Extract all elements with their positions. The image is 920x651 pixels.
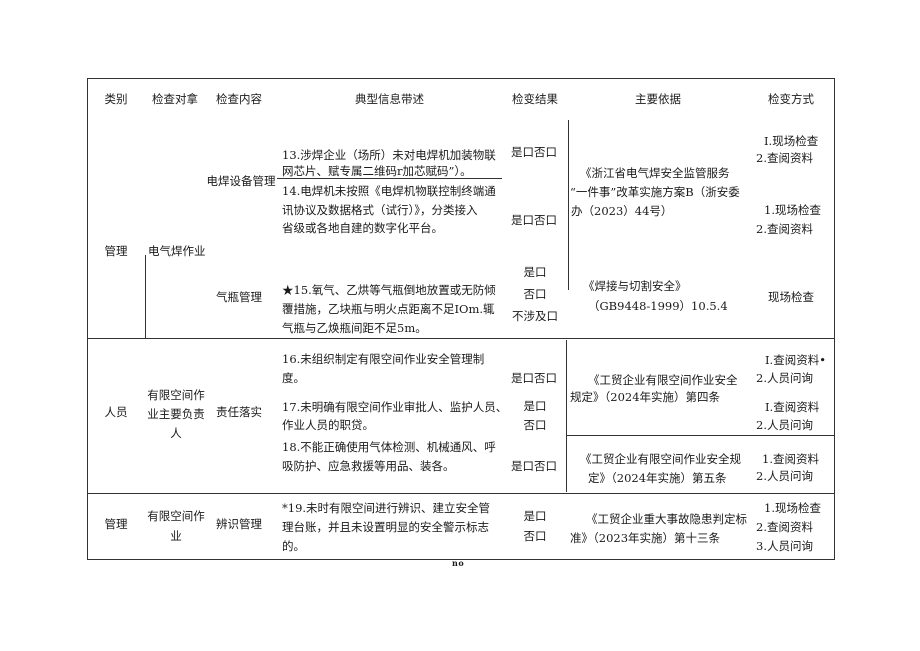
item-14-line-1: 14.电焊机未按照《电焊机物联控制终端通 <box>282 184 496 198</box>
s1-object: 电气焊作业 <box>148 244 206 258</box>
header-typical: 典型信息带述 <box>355 92 424 106</box>
method-13-line-1: I.现场检查 <box>764 134 819 148</box>
item-13-line-1: 13.涉焊企业（场所）未对电焊机加装物联 <box>282 148 496 162</box>
item-19-line-2: 理台账，并且未设置明显的安全警示标志 <box>282 520 489 534</box>
method-13-line-2: 2.查阅资料 <box>756 151 813 165</box>
basis-4-line-2: 定》（2024年实施）第五条 <box>588 471 727 485</box>
table-border-left <box>87 78 88 560</box>
header-result: 检变结果 <box>512 92 558 106</box>
s2-object-line-1: 有限空间作 <box>147 388 205 402</box>
header-basis: 主要依据 <box>635 92 681 106</box>
item-14-line-3: 省级或各地自建的数字化平台。 <box>282 221 443 235</box>
result-13-checkbox[interactable]: 是口否口 <box>511 145 557 159</box>
method-18-line-2: 2.人员问询 <box>756 469 813 483</box>
s3-category: 管理 <box>104 517 128 531</box>
basis-5-line-2: 准》（2023年实施）第十三条 <box>570 531 721 545</box>
item-15-line-2: 覆措施，乙块瓶与明火点距离不足IOm.辄 <box>282 302 495 316</box>
header-method: 检变方式 <box>768 92 814 106</box>
item-14-line-2: 讯协议及数据格式（试行）》，分类接入 <box>282 203 478 217</box>
item-19-line-1: *19.未时有限空间进行辨识、建立安全管 <box>282 501 491 515</box>
basis-2-line-1: 《焊接与切割安全》 <box>583 279 687 293</box>
basis-row-divider <box>566 435 834 436</box>
s2-object-line-3: 人 <box>170 426 182 440</box>
header-object: 检查对拿 <box>152 92 198 106</box>
item-17-line-2: 作业人员的职贷。 <box>282 418 374 432</box>
method-16-line-1: I.查阅资料• <box>765 353 826 367</box>
s3-content: 辨识管理 <box>216 517 262 531</box>
s2-content: 责任落实 <box>216 405 262 419</box>
header-category: 类别 <box>104 92 128 106</box>
result-14-checkbox[interactable]: 是口否口 <box>511 213 557 227</box>
result-18-checkbox[interactable]: 是口否口 <box>511 459 557 473</box>
item-19-line-3: 的。 <box>282 539 305 553</box>
basis-1-line-2: “一件事”改革实施方案B（浙安委 <box>570 185 740 199</box>
item-13-underline <box>277 178 502 179</box>
result-19-yes[interactable]: 是口 <box>523 509 547 523</box>
s2-object-line-2: 业主要负责 <box>147 407 205 421</box>
basis-2-line-2: （GB9448-1999）10.5.4 <box>588 299 728 313</box>
method-14-line-2: 2.查阅资料 <box>756 222 813 236</box>
result-15-na[interactable]: 不涉及口 <box>512 309 558 323</box>
s2-category: 人员 <box>104 405 128 419</box>
result-15-yes[interactable]: 是口 <box>523 265 547 279</box>
basis-3-line-2: 规定》（2024年实施）第四条 <box>570 390 721 404</box>
basis-col-line-2 <box>566 340 567 492</box>
method-17-line-2: 2.人员问询 <box>756 418 813 432</box>
item-18-line-2: 吸防护、应急救援等用品、装各。 <box>282 459 455 473</box>
basis-5-line-1: 《工贸企业重大事故隐患判定标 <box>586 512 747 526</box>
table-border-right <box>834 78 835 560</box>
method-19-line-2: 2.查阅资料 <box>756 520 813 534</box>
item-13-line-2: 网芯片、赋专属二维码r加芯赋码”）。 <box>282 164 472 178</box>
result-17-no[interactable]: 否口 <box>523 418 547 432</box>
s3-object-line-2: 业 <box>170 529 182 543</box>
item-18-line-1: 18.不能正确使用气体检测、机械通风、呼 <box>282 440 496 454</box>
basis-4-line-1: 《工贸企业有限空间作业安全规 <box>580 452 741 466</box>
basis-3-line-1: 《工贸企业有限空间作业安全 <box>588 373 738 387</box>
item-16-line-2: 度。 <box>282 371 305 385</box>
method-17-line-1: I.查阅资料 <box>765 400 820 414</box>
section-divider-1 <box>87 338 835 339</box>
method-18-line-1: 1.查阅资料 <box>762 452 819 466</box>
item-17-line-1: 17.未明确有限空间作业审批人、监护人员、 <box>282 400 508 414</box>
s1-content-electric: 电焊设备管理 <box>206 174 276 188</box>
section-divider-2 <box>87 493 835 494</box>
method-16-line-2: 2.人员问询 <box>756 371 813 385</box>
item-15-line-3: 气瓶与乙焕瓶间距不足5m。 <box>282 321 427 335</box>
method-14-line-1: 1.现场检查 <box>764 203 821 217</box>
method-19-line-3: 3.人员问询 <box>756 539 813 553</box>
basis-1-line-1: 《浙江省电气焊安全监管服务 <box>580 166 730 180</box>
item-16-line-1: 16.未组织制定有限空间作业安全管理制 <box>282 352 485 366</box>
object-col-line <box>145 255 146 339</box>
item-15-line-1: ★15.氧气、乙烘等气瓶倒地放置或无防倾 <box>282 283 496 297</box>
basis-1-line-3: 办（2023）44号） <box>571 204 673 218</box>
table-border-bottom <box>87 559 835 560</box>
table-border-top <box>87 78 835 79</box>
s1-content-cylinder: 气瓶管理 <box>216 290 262 304</box>
result-19-no[interactable]: 否口 <box>523 529 547 543</box>
result-16-checkbox[interactable]: 是口否口 <box>511 371 557 385</box>
result-15-no[interactable]: 否口 <box>523 287 547 301</box>
result-17-yes[interactable]: 是口 <box>523 399 547 413</box>
s3-object-line-1: 有限空间作 <box>147 509 205 523</box>
basis-col-line-1 <box>568 120 569 290</box>
footer-mark: no <box>452 558 465 568</box>
method-15: 现场检查 <box>768 290 814 304</box>
s1-category: 管理 <box>104 244 128 258</box>
header-content: 检查内容 <box>216 92 262 106</box>
method-19-line-1: 1.现场检查 <box>764 501 821 515</box>
